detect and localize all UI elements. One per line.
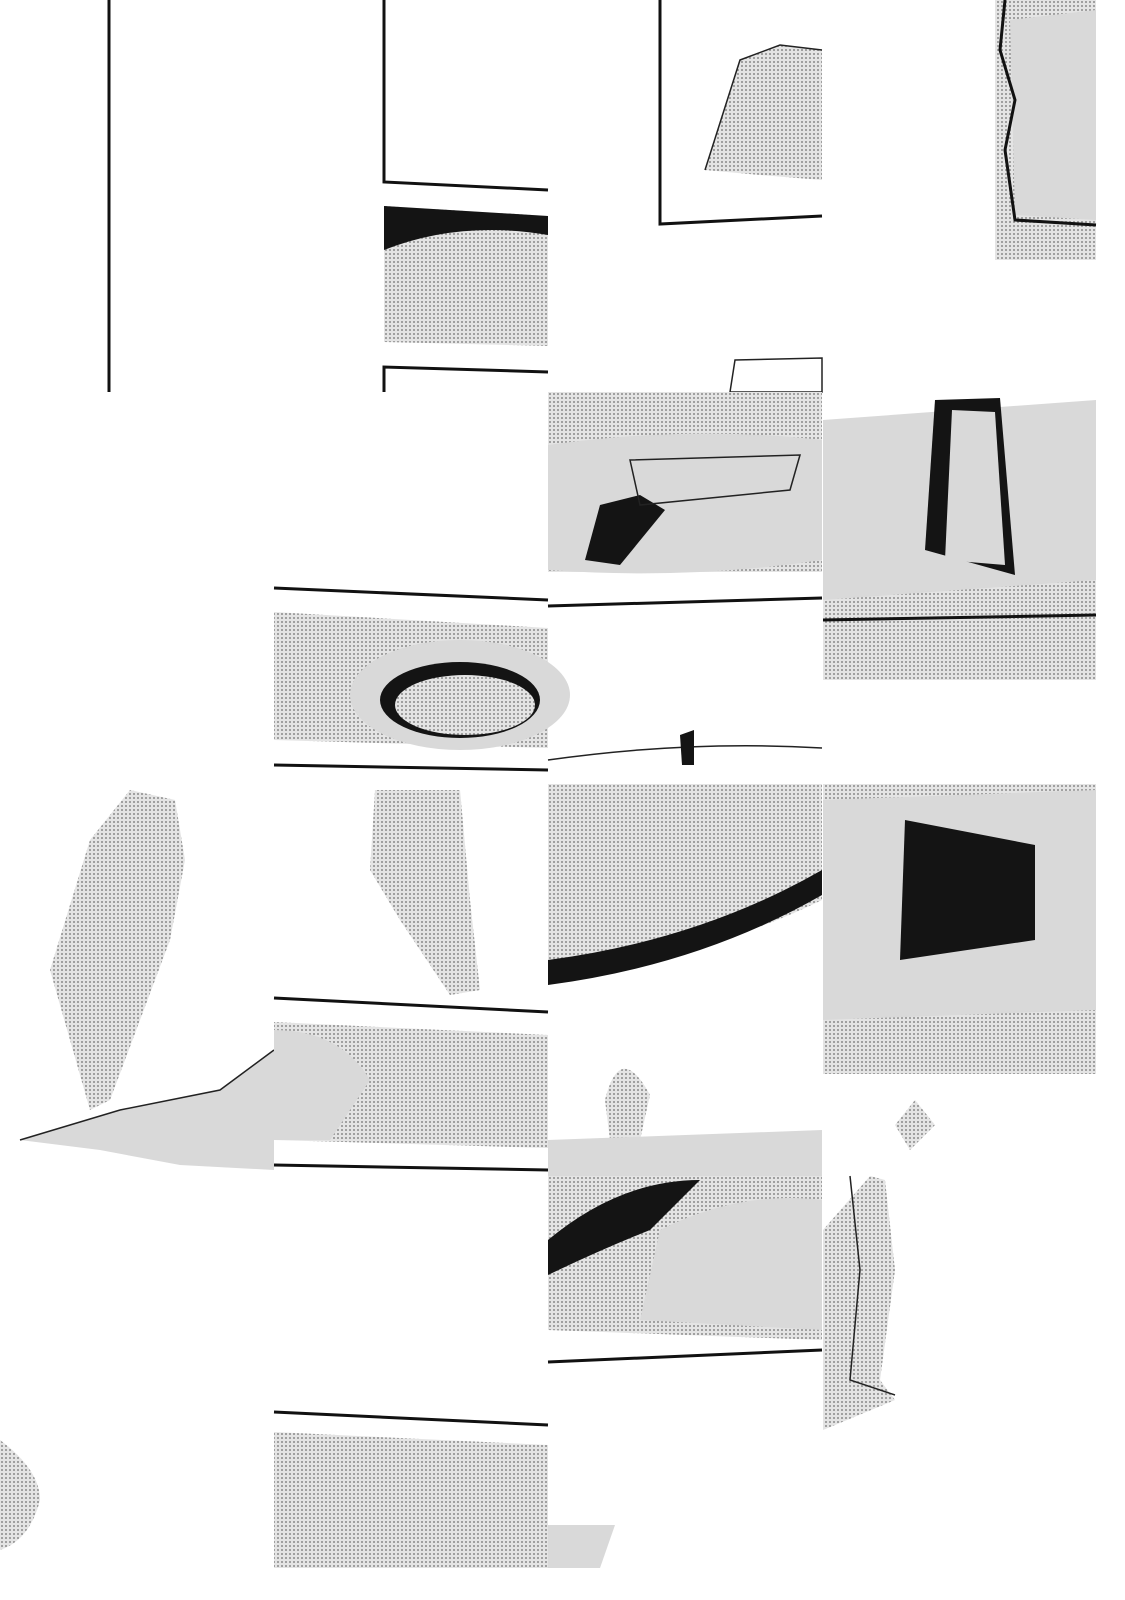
vehicle-body-illustration — [548, 784, 822, 1176]
tile-panel-bottom — [273, 1410, 549, 1568]
bird-illustration — [19, 790, 275, 1170]
feather-illustration — [0, 1440, 40, 1550]
vehicle-strut-illustration — [823, 1175, 896, 1430]
wing-illustration — [273, 790, 549, 1172]
tile-panel-engine — [273, 586, 570, 772]
vehicle-canopy-illustration — [822, 398, 1097, 680]
vehicle-cockpit-illustration — [547, 392, 823, 765]
vehicle-side-illustration — [823, 784, 1096, 1150]
vehicle-fin-illustration — [547, 1176, 823, 1568]
tile-panel-frames — [382, 0, 549, 392]
vehicle-door-illustration — [995, 0, 1097, 260]
vehicle-wing-illustration — [658, 0, 823, 393]
